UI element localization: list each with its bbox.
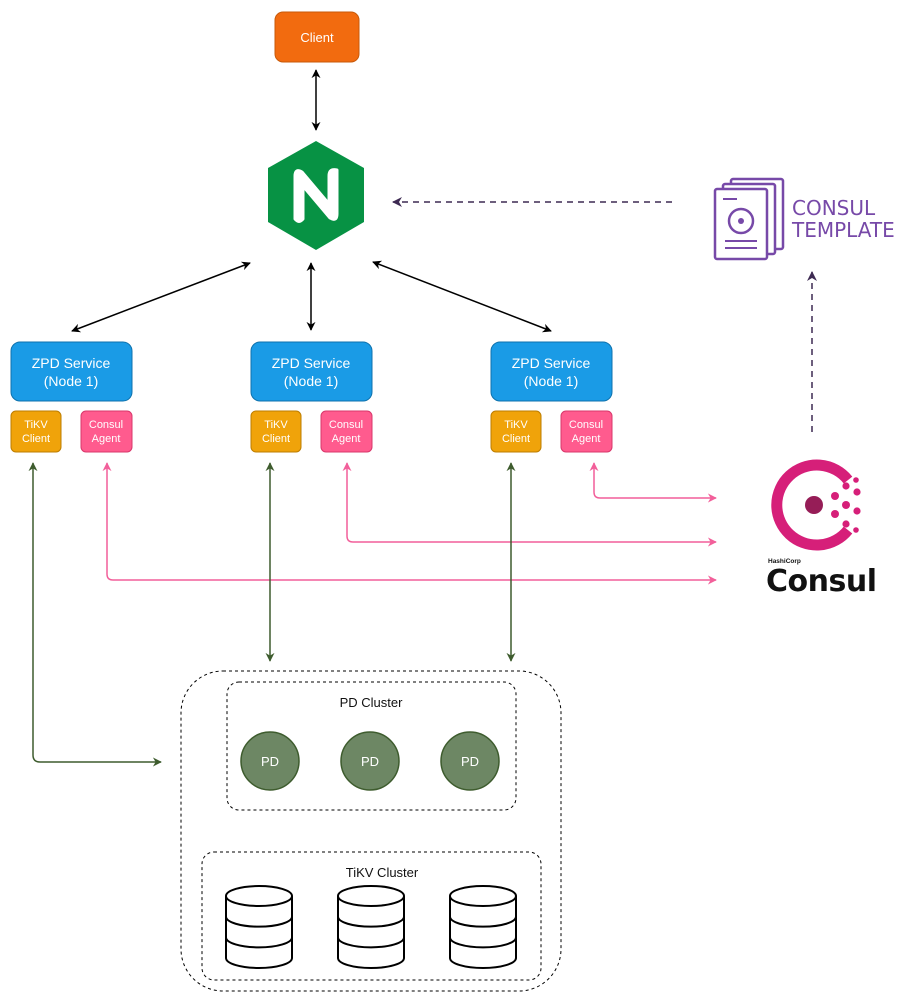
service-node-3[interactable]: ZPD Service (Node 1) [490, 341, 613, 402]
nginx-logo[interactable] [268, 141, 364, 250]
tikv-cluster-title: TiKV Cluster [346, 865, 419, 880]
consul-agent-2-line1: Consul [329, 419, 363, 431]
consul-template-logo[interactable]: CONSUL TEMPLATE [713, 177, 895, 261]
consul-template-document-icon [713, 177, 785, 261]
consul-agent-1-link [102, 462, 717, 585]
pd-node-2-label: PD [361, 754, 379, 769]
service-1-subtitle: (Node 1) [44, 373, 98, 389]
tikv-client-1-line1: TiKV [24, 419, 48, 431]
consul-agent-3[interactable]: Consul Agent [560, 410, 613, 453]
service-3-title: ZPD Service [512, 355, 591, 371]
consul-logo-icon [771, 459, 861, 551]
consul-agent-2-link [342, 462, 717, 547]
service-node-1[interactable]: ZPD Service (Node 1) [10, 341, 133, 402]
tikv-cluster: TiKV Cluster [201, 851, 542, 981]
pd-cluster: PD Cluster PD PD PD [226, 681, 517, 811]
nginx-service-1-arrow [71, 261, 251, 333]
consul-logo[interactable]: HashiCorp Consul [766, 459, 877, 599]
pd-node-3-label: PD [461, 754, 479, 769]
pd-node-3[interactable]: PD [440, 731, 500, 791]
tikv-store-3[interactable] [449, 885, 517, 969]
nginx-service-3-arrow [372, 260, 552, 333]
service-node-2[interactable]: ZPD Service (Node 1) [250, 341, 373, 402]
consul-template-line1: CONSUL [792, 196, 876, 220]
client-node[interactable]: Client [274, 11, 360, 63]
tikv-store-1[interactable] [225, 885, 293, 969]
tikv-store-2[interactable] [337, 885, 405, 969]
consul-name-label: Consul [766, 564, 876, 599]
consul-agent-3-line1: Consul [569, 419, 603, 431]
service-3-subtitle: (Node 1) [524, 373, 578, 389]
pd-cluster-title: PD Cluster [340, 695, 404, 710]
consul-template-line2: TEMPLATE [791, 218, 895, 242]
tikv-client-3-line2: Client [502, 433, 530, 445]
consul-agent-1-line1: Consul [89, 419, 123, 431]
tikv-client-2[interactable]: TiKV Client [250, 410, 302, 453]
consul-agent-1[interactable]: Consul Agent [80, 410, 133, 453]
tikv-client-3-line1: TiKV [504, 419, 528, 431]
pd-node-1[interactable]: PD [240, 731, 300, 791]
tikv-client-2-line2: Client [262, 433, 290, 445]
tikv-stores [225, 885, 517, 969]
pd-node-2[interactable]: PD [340, 731, 400, 791]
tikv-client-1[interactable]: TiKV Client [10, 410, 62, 453]
pd-node-1-label: PD [261, 754, 279, 769]
consul-agent-1-line2: Agent [92, 433, 121, 445]
client-label: Client [300, 30, 334, 45]
tikv-client-3[interactable]: TiKV Client [490, 410, 542, 453]
tikv-client-1-line2: Client [22, 433, 50, 445]
storage-cluster-boundary [180, 670, 562, 992]
consul-agent-3-link [589, 462, 717, 503]
tikv-client-1-link [28, 462, 162, 767]
consul-agent-2-line2: Agent [332, 433, 361, 445]
service-1-title: ZPD Service [32, 355, 111, 371]
service-2-title: ZPD Service [272, 355, 351, 371]
consul-agent-3-line2: Agent [572, 433, 601, 445]
service-2-subtitle: (Node 1) [284, 373, 338, 389]
tikv-client-2-line1: TiKV [264, 419, 288, 431]
consul-agent-2[interactable]: Consul Agent [320, 410, 373, 453]
consul-vendor-label: HashiCorp [768, 558, 801, 565]
